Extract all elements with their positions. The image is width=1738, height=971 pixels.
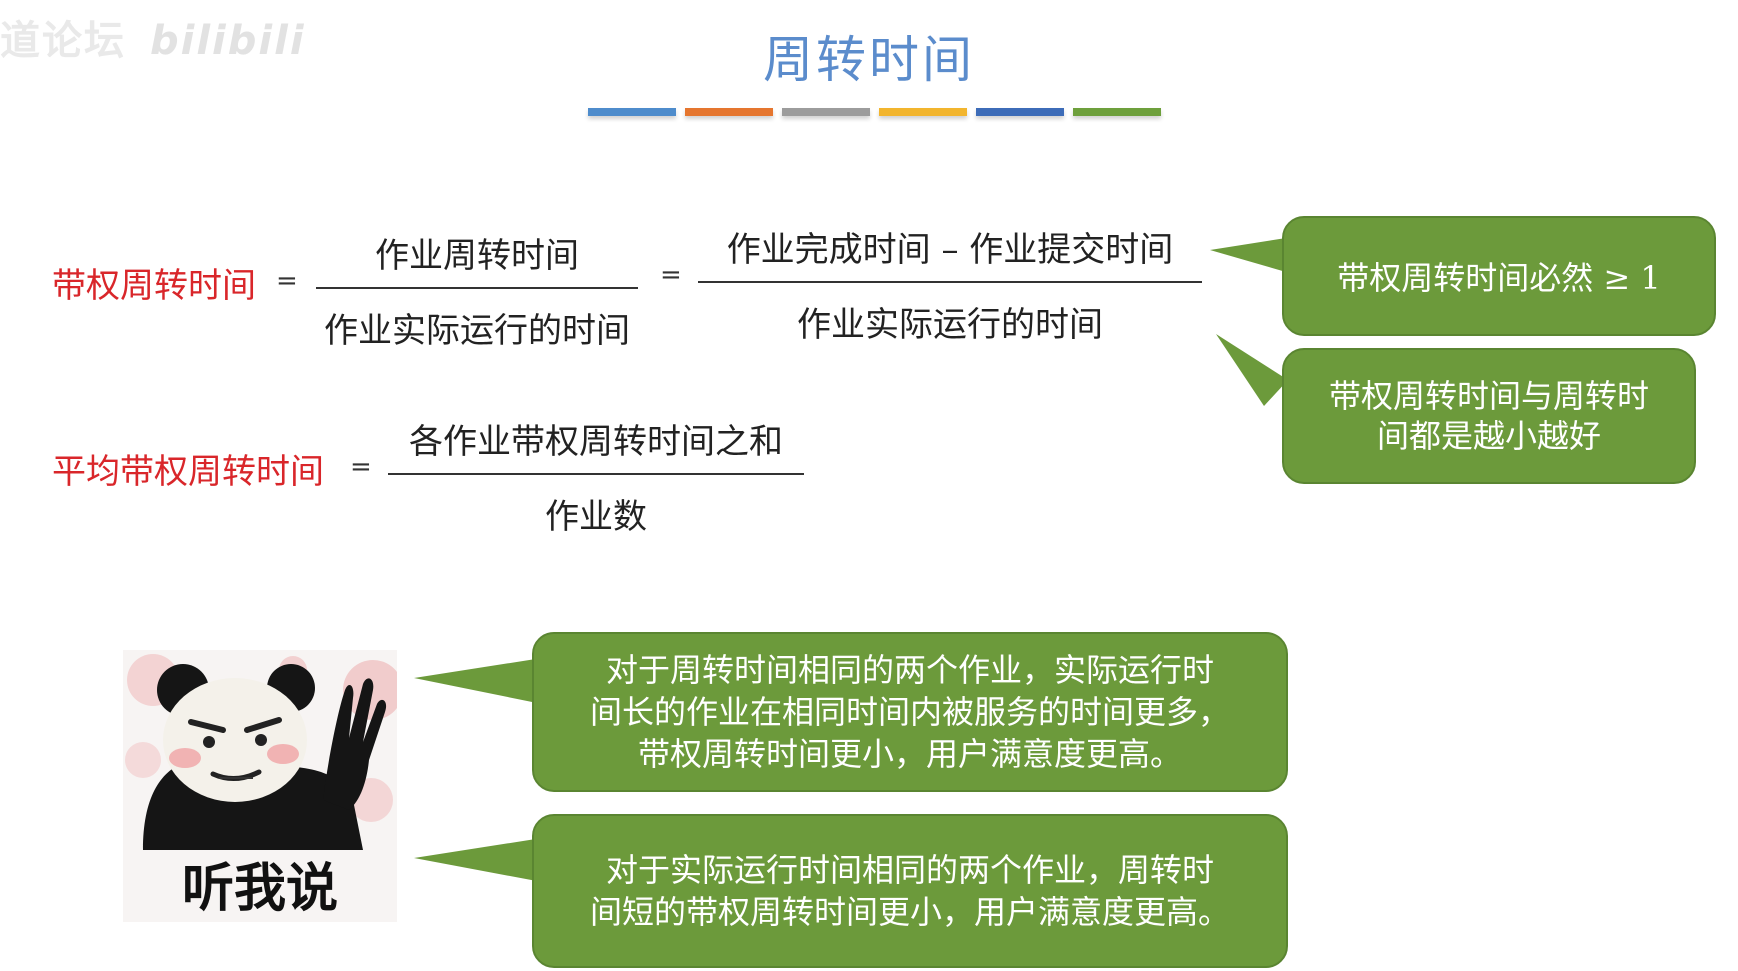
fraction-1-denominator: 作业实际运行的时间	[324, 311, 630, 351]
callout-4-line-1: 对于实际运行时间相同的两个作业，周转时	[605, 851, 1214, 889]
callout-2-pointer	[1216, 334, 1288, 406]
panda-meme-image: 听我说	[123, 650, 397, 922]
accent-bar-1	[588, 108, 676, 116]
accent-bar-5	[976, 108, 1064, 116]
callout-2-line-2: 间都是越小越好	[1376, 417, 1601, 455]
callout-1-text: 带权周转时间必然 ≥ 1	[1337, 259, 1661, 297]
watermark: 道论坛 bilibili	[0, 8, 304, 68]
equals-sign-1: =	[276, 266, 298, 296]
fraction-1: 作业周转时间 作业实际运行的时间	[316, 228, 638, 352]
callout-4-pointer	[414, 838, 542, 882]
weighted-turnaround-label: 带权周转时间	[52, 266, 256, 306]
average-weighted-turnaround-label: 平均带权周转时间	[52, 452, 324, 492]
callout-3-line-2: 间长的作业在相同时间内被服务的时间更多，	[589, 693, 1230, 731]
bilibili-logo: bilibili	[150, 18, 306, 64]
fraction-3: 各作业带权周转时间之和 作业数	[388, 414, 804, 538]
callout-3-line-3: 带权周转时间更小，用户满意度更高。	[637, 735, 1182, 773]
accent-bar-4	[879, 108, 967, 116]
callout-3-line-1: 对于周转时间相同的两个作业，实际运行时	[605, 651, 1214, 689]
accent-bar-6	[1073, 108, 1161, 116]
accent-bar-2	[685, 108, 773, 116]
callout-1-pointer	[1210, 238, 1286, 272]
fraction-2-numerator: 作业完成时间 – 作业提交时间	[698, 222, 1202, 283]
accent-bars	[588, 108, 1161, 116]
fraction-3-numerator: 各作业带权周转时间之和	[388, 414, 804, 475]
fraction-2-denominator: 作业实际运行的时间	[797, 305, 1103, 345]
callout-3-pointer	[414, 658, 542, 704]
accent-bar-3	[782, 108, 870, 116]
callout-4-line-2: 间短的带权周转时间更小，用户满意度更高。	[589, 893, 1230, 931]
callout-2: 带权周转时间与周转时 间都是越小越好	[1282, 348, 1696, 484]
watermark-text: 道论坛	[0, 18, 126, 64]
fraction-3-denominator: 作业数	[545, 497, 647, 537]
callout-3: 对于周转时间相同的两个作业，实际运行时 间长的作业在相同时间内被服务的时间更多，…	[532, 632, 1288, 792]
callout-1: 带权周转时间必然 ≥ 1	[1282, 216, 1716, 336]
callout-4: 对于实际运行时间相同的两个作业，周转时 间短的带权周转时间更小，用户满意度更高。	[532, 814, 1288, 968]
equals-sign-2: =	[660, 260, 682, 290]
equals-sign-3: =	[350, 452, 372, 482]
page-title: 周转时间	[763, 31, 975, 89]
panda-meme-icon	[125, 654, 397, 850]
fraction-2: 作业完成时间 – 作业提交时间 作业实际运行的时间	[698, 222, 1202, 346]
meme-caption: 听我说	[181, 859, 338, 919]
fraction-1-numerator: 作业周转时间	[316, 228, 638, 289]
callout-2-line-1: 带权周转时间与周转时	[1328, 377, 1649, 415]
